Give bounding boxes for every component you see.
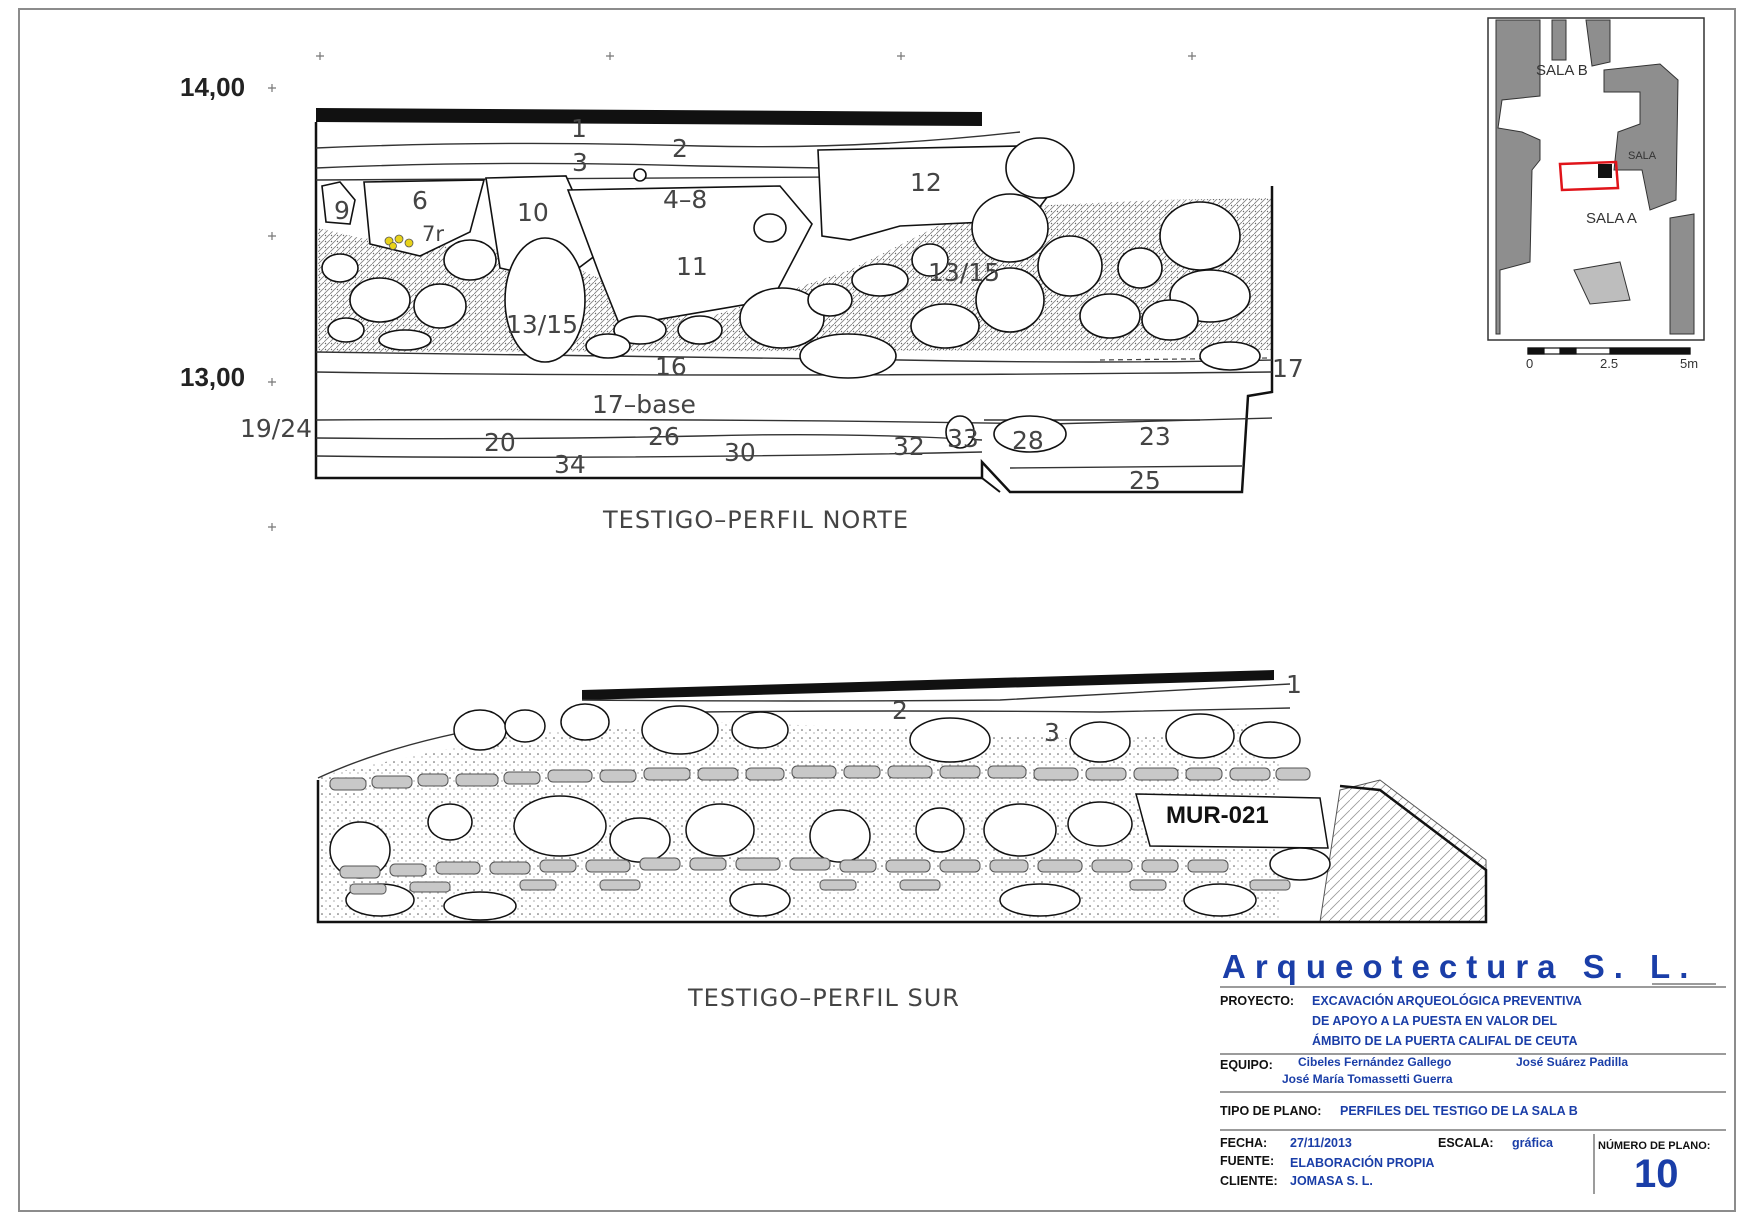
north-label-7r: 7r (422, 222, 444, 246)
key-plan (1487, 17, 1705, 355)
tipo-value: PERFILES DEL TESTIGO DE LA SALA B (1340, 1104, 1578, 1118)
south-profile-caption: TESTIGO–PERFIL SUR (688, 984, 960, 1012)
key-plan-sala-a: SALA A (1586, 210, 1637, 227)
south-label-3: 3 (1044, 718, 1060, 747)
equipo-member-1: Cibeles Fernández Gallego (1298, 1055, 1452, 1069)
north-label-34: 34 (554, 450, 586, 479)
elevation-13: 13,00 (180, 362, 246, 392)
north-label-10: 10 (517, 198, 549, 227)
north-label-16: 16 (655, 352, 687, 381)
cliente-value: JOMASA S. L. (1290, 1174, 1373, 1188)
fuente-key: FUENTE: (1220, 1154, 1275, 1168)
south-profile (316, 670, 1488, 924)
grid-crosses (268, 52, 1196, 531)
north-label-2: 2 (672, 134, 688, 163)
north-label-9: 9 (334, 196, 350, 225)
north-label-26: 26 (648, 422, 680, 451)
cliente-key: CLIENTE: (1220, 1174, 1278, 1188)
proyecto-line-1: EXCAVACIÓN ARQUEOLÓGICA PREVENTIVA (1312, 994, 1582, 1008)
north-label-25: 25 (1129, 466, 1161, 495)
equipo-member-3: José María Tomassetti Guerra (1282, 1072, 1453, 1086)
south-label-2: 2 (892, 696, 908, 725)
north-profile (314, 108, 1274, 494)
proyecto-line-3: ÁMBITO DE LA PUERTA CALIFAL DE CEUTA (1312, 1034, 1578, 1048)
elevation-14: 14,00 (180, 72, 246, 102)
tipo-key: TIPO DE PLANO: (1220, 1104, 1322, 1118)
north-label-11: 11 (676, 252, 708, 281)
north-label-17-base: 17–base (592, 390, 696, 419)
north-label-33: 33 (947, 424, 979, 453)
north-label-17: 17 (1272, 354, 1304, 383)
south-label-1: 1 (1286, 670, 1302, 699)
north-label-12: 12 (910, 168, 942, 197)
equipo-member-2: José Suárez Padilla (1516, 1055, 1629, 1069)
north-label-30: 30 (724, 438, 756, 467)
north-label-13-15-west: 13/15 (506, 310, 579, 339)
key-plan-sala-b: SALA B (1536, 62, 1588, 79)
numero-key: NÚMERO DE PLANO: (1598, 1140, 1711, 1152)
company-name: Arqueotectura S. L. (1222, 948, 1698, 985)
drawing-frame (18, 8, 1736, 1212)
north-label-13-15-east: 13/15 (928, 258, 1001, 287)
north-label-4-8: 4–8 (663, 185, 708, 214)
equipo-key: EQUIPO: (1220, 1058, 1273, 1072)
scale-tick-2-5: 2.5 (1600, 356, 1619, 371)
proyecto-line-2: DE APOYO A LA PUESTA EN VALOR DEL (1312, 1014, 1558, 1028)
north-label-32: 32 (893, 432, 925, 461)
north-label-6: 6 (412, 186, 428, 215)
escala-value: gráfica (1512, 1136, 1553, 1150)
north-label-1: 1 (571, 114, 587, 143)
fecha-key: FECHA: (1220, 1136, 1268, 1150)
north-label-20: 20 (484, 428, 516, 457)
scale-tick-0: 0 (1526, 356, 1534, 371)
fecha-value: 27/11/2013 (1290, 1136, 1352, 1150)
key-plan-sala: SALA (1628, 150, 1657, 162)
north-label-19-24: 19/24 (240, 414, 313, 443)
wall-label: MUR-021 (1166, 802, 1269, 829)
north-label-23: 23 (1139, 422, 1171, 451)
numero-value: 10 (1634, 1152, 1679, 1196)
scale-tick-5m: 5m (1680, 356, 1699, 371)
north-profile-caption: TESTIGO–PERFIL NORTE (603, 506, 910, 534)
north-label-28: 28 (1012, 426, 1044, 455)
proyecto-key: PROYECTO: (1220, 994, 1295, 1008)
north-label-3: 3 (572, 148, 588, 177)
fuente-value: ELABORACIÓN PROPIA (1290, 1156, 1435, 1170)
escala-key: ESCALA: (1438, 1136, 1494, 1150)
